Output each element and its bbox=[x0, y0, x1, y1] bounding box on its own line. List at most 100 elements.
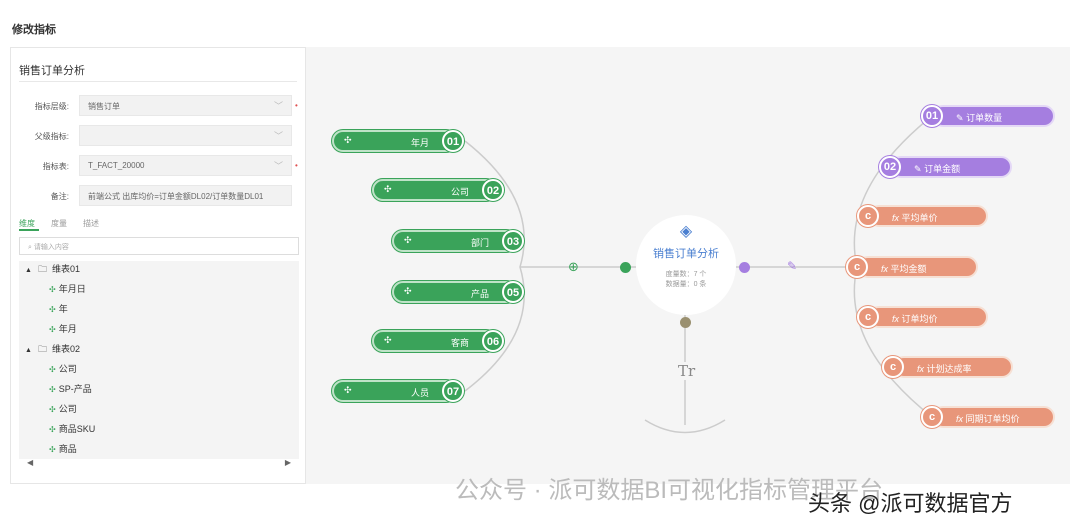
required-marker: • bbox=[295, 101, 298, 110]
measure-badge: c bbox=[857, 205, 879, 227]
watermark-toutiao: 头条 @派可数据官方 bbox=[808, 491, 1013, 516]
function-icon: fx bbox=[917, 364, 925, 374]
dimension-number: 01 bbox=[442, 130, 464, 152]
measure-node[interactable]: fx 平均单价 bbox=[868, 205, 988, 227]
function-icon: fx bbox=[956, 414, 964, 424]
ruler-icon: ✎ bbox=[787, 259, 798, 273]
text-node-icon: Tr bbox=[678, 362, 696, 380]
dimension-node[interactable]: ✣客商 bbox=[372, 330, 497, 352]
active-tab-indicator bbox=[19, 229, 39, 231]
tab-description[interactable]: 描述 bbox=[83, 219, 99, 228]
center-title: 销售订单分析 bbox=[653, 248, 719, 260]
measure-badge: 02 bbox=[879, 156, 901, 178]
measure-badge: 01 bbox=[921, 105, 943, 127]
ruler-icon: ✎ bbox=[914, 164, 922, 174]
folder-icon: 🗀 bbox=[37, 344, 47, 354]
dimension-hub-icon: ⊕ bbox=[568, 259, 579, 274]
measure-badge: c bbox=[921, 406, 943, 428]
field-input[interactable]: T_FACT_20000﹀ bbox=[79, 155, 292, 176]
field-label: 指标层级: bbox=[34, 102, 69, 111]
measure-node[interactable]: ✎ 订单数量 bbox=[932, 105, 1055, 127]
link-icon: ◈ bbox=[679, 223, 693, 240]
dimension-icon: ✣ bbox=[49, 425, 56, 434]
function-icon: fx bbox=[881, 264, 889, 274]
dimension-number: 06 bbox=[482, 330, 504, 352]
search-input[interactable]: ⌕ 请输入内容 bbox=[19, 237, 299, 255]
dimension-node[interactable]: ✣产品 bbox=[392, 281, 517, 303]
tree-item[interactable]: ✣公司 bbox=[49, 364, 77, 374]
required-marker: • bbox=[295, 161, 298, 170]
tab-dimension[interactable]: 维度 bbox=[19, 219, 35, 228]
field-label: 父级指标: bbox=[34, 132, 69, 141]
watermark: 公众号 · 派可数据BI可视化指标管理平台 bbox=[455, 477, 884, 504]
dimension-number: 03 bbox=[502, 230, 524, 252]
horizontal-scrollbar[interactable]: ◀▶ bbox=[19, 458, 299, 470]
dimension-number: 05 bbox=[502, 281, 524, 303]
field-input[interactable]: 销售订单﹀ bbox=[79, 95, 292, 116]
dimension-icon: ✣ bbox=[404, 235, 412, 245]
field-label: 指标表: bbox=[42, 162, 69, 171]
collapse-dimensions-button[interactable] bbox=[620, 262, 631, 273]
function-icon: fx bbox=[892, 213, 900, 223]
tree-item[interactable]: ✣年 bbox=[49, 304, 68, 314]
chevron-down-icon: ﹀ bbox=[273, 101, 283, 111]
dimension-icon: ✣ bbox=[344, 135, 352, 145]
dimension-icon: ✣ bbox=[49, 405, 56, 414]
dimension-icon: ✣ bbox=[404, 286, 412, 296]
scroll-right-icon[interactable]: ▶ bbox=[284, 458, 291, 467]
dimension-icon: ✣ bbox=[49, 365, 56, 374]
caret-down-icon: ▲ bbox=[25, 347, 32, 354]
divider bbox=[19, 81, 297, 82]
dimension-icon: ✣ bbox=[384, 335, 392, 345]
indicator-form-panel: 销售订单分析 指标层级: 销售订单﹀ • 父级指标: ﹀ 指标表: T_FACT_… bbox=[10, 47, 306, 484]
measure-node[interactable]: fx 平均金额 bbox=[857, 256, 978, 278]
tree-item[interactable]: ✣年月 bbox=[49, 324, 77, 334]
field-input[interactable]: ﹀ bbox=[79, 125, 292, 146]
tree-item[interactable]: ▲🗀维表02 bbox=[25, 344, 80, 354]
measure-node[interactable]: fx 同期订单均价 bbox=[932, 406, 1055, 428]
dimension-icon: ✣ bbox=[49, 325, 56, 334]
measure-node[interactable]: ✎ 订单金额 bbox=[890, 156, 1012, 178]
field-input[interactable]: 前端公式 出库均价=订单金额DL02/订单数量DL01 bbox=[79, 185, 292, 206]
center-node[interactable]: ◈ 销售订单分析 度量数：7 个 数据量：0 条 bbox=[636, 215, 736, 315]
tree-item[interactable]: ▲🗀维表01 bbox=[25, 264, 80, 274]
ruler-icon: ✎ bbox=[956, 113, 964, 123]
dimension-icon: ✣ bbox=[384, 184, 392, 194]
measure-count: 度量数：7 个 bbox=[665, 271, 707, 278]
dimension-number: 07 bbox=[442, 380, 464, 402]
scroll-left-icon[interactable]: ◀ bbox=[27, 458, 34, 467]
dimension-tree: ▲🗀维表01✣年月日✣年✣年月▲🗀维表02✣公司✣SP-产品✣公司✣商品SKU✣… bbox=[19, 261, 299, 459]
dimension-icon: ✣ bbox=[49, 285, 56, 294]
chevron-down-icon: ﹀ bbox=[273, 131, 283, 141]
tree-item[interactable]: ✣商品SKU bbox=[49, 424, 96, 434]
tree-item[interactable]: ✣SP-产品 bbox=[49, 384, 92, 394]
panel-title: 销售订单分析 bbox=[19, 65, 85, 77]
collapse-text-button[interactable] bbox=[680, 317, 691, 328]
collapse-measures-button[interactable] bbox=[739, 262, 750, 273]
tab-measure[interactable]: 度量 bbox=[51, 219, 67, 228]
tree-item[interactable]: ✣年月日 bbox=[49, 284, 86, 294]
dimension-node[interactable]: ✣公司 bbox=[372, 179, 497, 201]
dimension-icon: ✣ bbox=[49, 305, 56, 314]
data-count: 数据量：0 条 bbox=[665, 281, 707, 288]
field-label: 备注: bbox=[50, 192, 69, 201]
dimension-node[interactable]: ✣部门 bbox=[392, 230, 517, 252]
dimension-node[interactable]: ✣年月 bbox=[332, 130, 457, 152]
measure-badge: c bbox=[846, 256, 868, 278]
tree-item[interactable]: ✣公司 bbox=[49, 404, 77, 414]
dimension-icon: ✣ bbox=[49, 385, 56, 394]
folder-icon: 🗀 bbox=[37, 264, 47, 274]
dimension-icon: ✣ bbox=[49, 445, 56, 454]
measure-node[interactable]: fx 订单均价 bbox=[868, 306, 988, 328]
measure-badge: c bbox=[882, 356, 904, 378]
function-icon: fx bbox=[892, 314, 900, 324]
dimension-number: 02 bbox=[482, 179, 504, 201]
page-title: 修改指标 bbox=[12, 24, 56, 36]
measure-node[interactable]: fx 计划达成率 bbox=[893, 356, 1013, 378]
search-icon: ⌕ bbox=[28, 244, 34, 251]
tree-item[interactable]: ✣商品 bbox=[49, 444, 77, 454]
caret-down-icon: ▲ bbox=[25, 267, 32, 274]
dimension-icon: ✣ bbox=[344, 385, 352, 395]
dimension-node[interactable]: ✣人员 bbox=[332, 380, 457, 402]
chevron-down-icon: ﹀ bbox=[273, 161, 283, 171]
